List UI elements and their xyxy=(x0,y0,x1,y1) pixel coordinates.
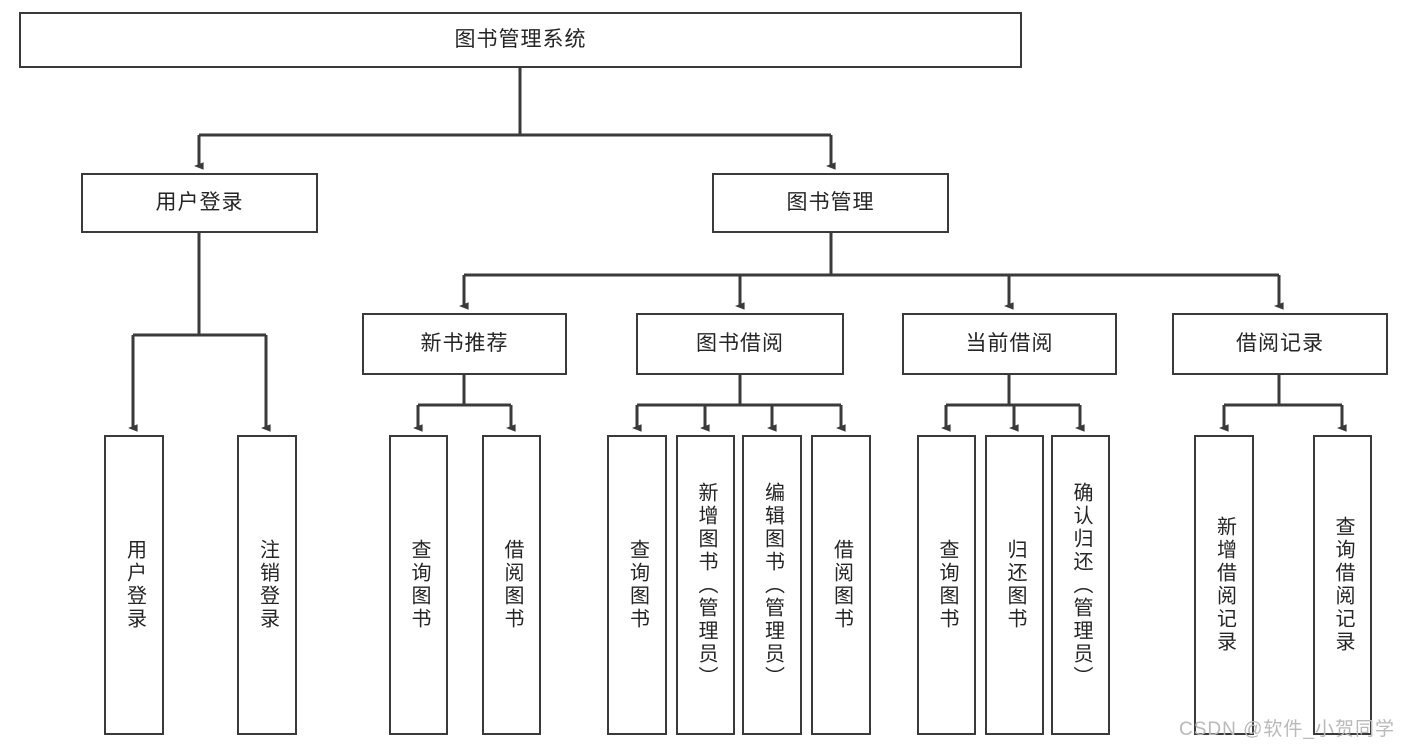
node-label: 用户登录 xyxy=(123,539,146,631)
node-label: 归还图书 xyxy=(1004,539,1026,631)
node-label: 注销登录 xyxy=(256,539,279,631)
node-user-login[interactable]: 用户登录 xyxy=(81,173,318,233)
leaf-current-borrow-confirm-return[interactable]: 确认归还（管理员） xyxy=(1051,435,1110,735)
leaf-book-borrow-borrow[interactable]: 借阅图书 xyxy=(811,435,871,735)
leaf-borrow-record-add[interactable]: 新增借阅记录 xyxy=(1194,435,1254,735)
node-label: 图书管理系统 xyxy=(454,27,587,51)
node-new-book-recommend[interactable]: 新书推荐 xyxy=(362,313,567,375)
node-current-borrow[interactable]: 当前借阅 xyxy=(902,313,1117,375)
node-label: 新增借阅记录 xyxy=(1213,516,1236,654)
node-label: 查询借阅记录 xyxy=(1332,516,1354,654)
node-label: 图书借阅 xyxy=(696,331,784,355)
node-book-borrow[interactable]: 图书借阅 xyxy=(636,313,844,375)
leaf-current-borrow-return[interactable]: 归还图书 xyxy=(985,435,1044,735)
leaf-user-login-login[interactable]: 用户登录 xyxy=(104,435,164,735)
node-label: 查询图书 xyxy=(408,539,430,631)
leaf-book-borrow-edit[interactable]: 编辑图书（管理员） xyxy=(742,435,802,735)
node-label: 借阅图书 xyxy=(830,539,853,631)
node-label: 查询图书 xyxy=(936,539,958,631)
leaf-new-book-borrow[interactable]: 借阅图书 xyxy=(482,435,541,735)
node-label: 新书推荐 xyxy=(420,331,509,355)
node-label: 图书管理 xyxy=(786,190,875,214)
node-label: 借阅记录 xyxy=(1236,331,1324,355)
leaf-current-borrow-query[interactable]: 查询图书 xyxy=(917,435,976,735)
node-book-management[interactable]: 图书管理 xyxy=(712,173,949,233)
node-label: 编辑图书（管理员） xyxy=(761,481,784,689)
node-label: 用户登录 xyxy=(155,190,244,214)
leaf-user-login-logout[interactable]: 注销登录 xyxy=(237,435,297,735)
node-label: 借阅图书 xyxy=(501,539,523,631)
node-borrow-record[interactable]: 借阅记录 xyxy=(1172,313,1388,375)
node-label: 新增图书（管理员） xyxy=(695,481,717,689)
leaf-book-borrow-query[interactable]: 查询图书 xyxy=(607,435,667,735)
node-root-system[interactable]: 图书管理系统 xyxy=(19,12,1022,68)
node-label: 查询图书 xyxy=(626,539,649,631)
node-label: 确认归还（管理员） xyxy=(1070,481,1092,689)
leaf-new-book-query[interactable]: 查询图书 xyxy=(389,435,448,735)
node-label: 当前借阅 xyxy=(965,331,1054,355)
leaf-borrow-record-query[interactable]: 查询借阅记录 xyxy=(1313,435,1372,735)
leaf-book-borrow-add[interactable]: 新增图书（管理员） xyxy=(676,435,735,735)
